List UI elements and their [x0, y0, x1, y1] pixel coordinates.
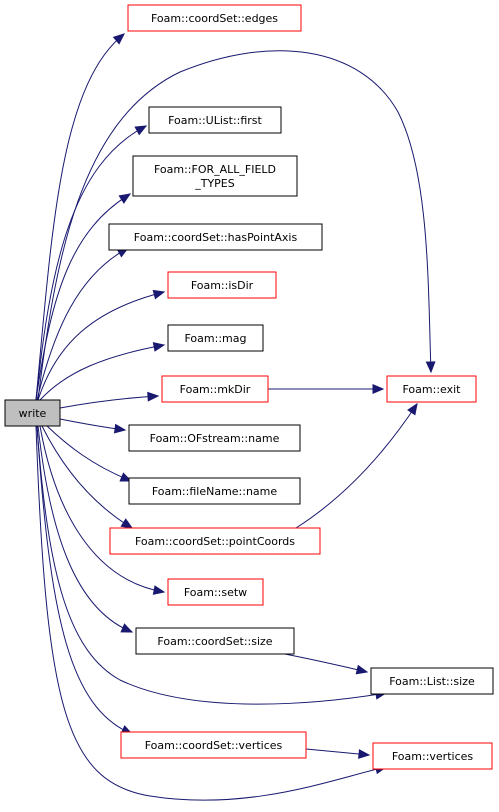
- node-label-ofname: Foam::OFstream::name: [150, 432, 280, 445]
- node-setw[interactable]: Foam::setw: [167, 578, 264, 606]
- edge-write-to-csvertices: [36, 425, 133, 735]
- edge-write-to-listsize: [36, 425, 387, 705]
- node-label-vertices: Foam::vertices: [392, 750, 474, 763]
- node-pointcoords[interactable]: Foam::coordSet::pointCoords: [109, 527, 321, 555]
- arrowhead-write-to-exit: [425, 361, 436, 374]
- node-label-listsize: Foam::List::size: [389, 675, 475, 688]
- edge-write-to-edges: [35, 33, 125, 401]
- node-label-mkdir: Foam::mkDir: [180, 383, 251, 396]
- node-box-listsize: [370, 667, 494, 695]
- node-isdir[interactable]: Foam::isDir: [167, 271, 277, 299]
- node-box-ulist_first: [148, 106, 282, 134]
- edge-write-to-isdir: [37, 291, 165, 401]
- node-ofname[interactable]: Foam::OFstream::name: [128, 424, 301, 452]
- node-mkdir[interactable]: Foam::mkDir: [161, 375, 269, 403]
- edge-write-to-haspoint: [36, 247, 129, 401]
- node-label-edges: Foam::coordSet::edges: [151, 12, 278, 25]
- arrowhead-write-to-mag: [152, 342, 166, 352]
- arrowhead-write-to-ulist_first: [134, 125, 148, 136]
- edge-pointcoords-to-exit: [295, 403, 418, 529]
- arrowhead-write-to-mkdir: [147, 391, 160, 402]
- arrowhead-write-to-fnname: [119, 472, 133, 482]
- node-box-cssize: [135, 627, 295, 655]
- arrowhead-pointcoords-to-exit: [407, 402, 418, 416]
- node-box-haspoint: [108, 223, 323, 251]
- node-box-exit: [386, 375, 477, 403]
- node-label-cssize: Foam::coordSet::size: [157, 635, 272, 648]
- node-box-pointcoords: [109, 527, 321, 555]
- node-csvertices[interactable]: Foam::coordSet::vertices: [120, 731, 307, 759]
- arrowhead-write-to-setw: [152, 585, 166, 595]
- node-box-edges: [127, 4, 302, 32]
- arrowhead-csvertices-to-vertices: [358, 749, 371, 759]
- node-label-for_all-line-1: _TYPES: [194, 177, 235, 190]
- node-vertices[interactable]: Foam::vertices: [372, 742, 493, 770]
- arrowhead-write-to-for_all: [118, 193, 132, 204]
- node-exit[interactable]: Foam::exit: [386, 375, 477, 403]
- edge-cssize-to-listsize: [284, 653, 368, 673]
- edge-write-to-cssize: [37, 425, 133, 633]
- node-mag[interactable]: Foam::mag: [167, 324, 264, 352]
- node-box-write: [4, 399, 61, 427]
- node-label-pointcoords: Foam::coordSet::pointCoords: [135, 535, 295, 548]
- edge-write-to-mag: [39, 344, 165, 401]
- node-box-fnname: [128, 477, 301, 505]
- node-label-haspoint: Foam::coordSet::hasPointAxis: [134, 231, 298, 244]
- node-fnname[interactable]: Foam::fileName::name: [128, 477, 301, 505]
- node-ulist_first[interactable]: Foam::UList::first: [148, 106, 282, 134]
- node-label-mag: Foam::mag: [185, 332, 247, 345]
- arrowhead-mkdir-to-exit: [372, 384, 385, 394]
- node-label-for_all-line-0: Foam::FOR_ALL_FIELD: [154, 163, 276, 176]
- edge-write-to-exit: [37, 50, 432, 401]
- node-label-write: write: [19, 407, 47, 420]
- node-label-exit: Foam::exit: [403, 383, 462, 396]
- node-box-setw: [167, 578, 264, 606]
- node-box-isdir: [167, 271, 277, 299]
- node-for_all[interactable]: Foam::FOR_ALL_FIELD_TYPES: [132, 155, 298, 197]
- node-box-mag: [167, 324, 264, 352]
- edge-write-to-for_all: [35, 193, 131, 401]
- node-label-isdir: Foam::isDir: [191, 279, 254, 292]
- node-box-vertices: [372, 742, 493, 770]
- arrowhead-write-to-ofname: [113, 423, 127, 434]
- node-haspoint[interactable]: Foam::coordSet::hasPointAxis: [108, 223, 323, 251]
- node-box-csvertices: [120, 731, 307, 759]
- arrowhead-cssize-to-listsize: [355, 664, 369, 675]
- node-box-for_all: [132, 155, 298, 197]
- node-write: write: [4, 399, 61, 427]
- node-label-setw: Foam::setw: [184, 586, 247, 599]
- arrowhead-write-to-pointcoords: [120, 518, 134, 529]
- edge-write-to-pointcoords: [41, 425, 133, 529]
- node-edges[interactable]: Foam::coordSet::edges: [127, 4, 302, 32]
- edge-write-to-vertices: [35, 425, 387, 801]
- edge-write-to-fnname: [46, 425, 132, 482]
- arrowhead-write-to-edges: [112, 33, 125, 45]
- node-label-fnname: Foam::fileName::name: [152, 485, 278, 498]
- arrowhead-write-to-cssize: [120, 623, 134, 633]
- node-label-ulist_first: Foam::UList::first: [168, 114, 262, 127]
- node-listsize[interactable]: Foam::List::size: [370, 667, 494, 695]
- edge-write-to-ulist_first: [35, 125, 147, 401]
- node-label-csvertices: Foam::coordSet::vertices: [145, 739, 283, 752]
- arrowhead-write-to-isdir: [152, 289, 166, 300]
- edge-layer: [35, 33, 436, 801]
- node-box-mkdir: [161, 375, 269, 403]
- node-box-ofname: [128, 424, 301, 452]
- node-cssize[interactable]: Foam::coordSet::size: [135, 627, 295, 655]
- edge-write-to-mkdir: [59, 395, 159, 409]
- edge-write-to-setw: [39, 425, 165, 593]
- node-layer: write Foam::coordSet::edgesFoam::UList::f…: [4, 4, 494, 770]
